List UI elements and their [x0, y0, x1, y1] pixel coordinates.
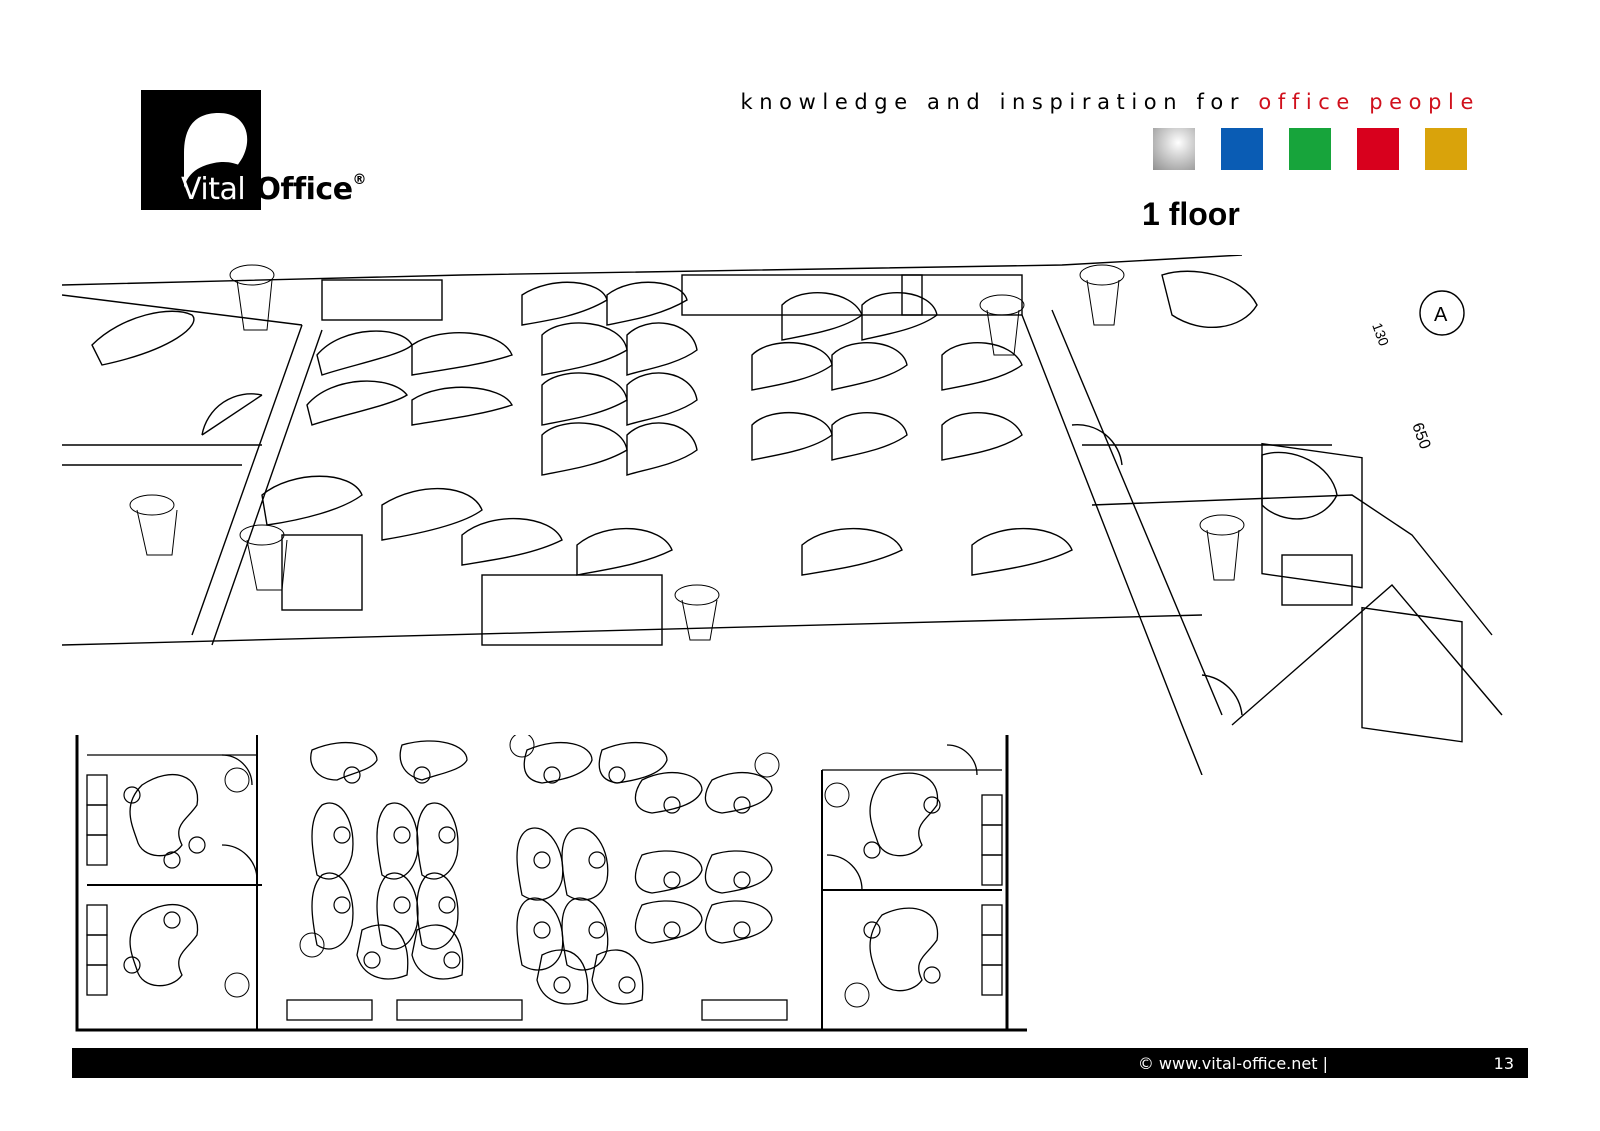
- page-number: 13: [1493, 1054, 1514, 1073]
- dim-a-label: A: [1434, 304, 1448, 326]
- logo-vital: Vital: [181, 172, 246, 207]
- floor-plan-3d-illustration: A 130 650: [62, 255, 1503, 775]
- swatch-silver: [1153, 128, 1195, 170]
- tagline-accent: office people: [1258, 90, 1480, 114]
- swatch-green: [1289, 128, 1331, 170]
- logo-mark: [141, 90, 261, 210]
- color-swatches: [1153, 128, 1467, 170]
- logo-registered: ®: [352, 172, 367, 188]
- logo-wordmark: Vital-Office®: [181, 172, 367, 207]
- footer-copyright: © www.vital-office.net |: [1137, 1054, 1328, 1073]
- dim-130-label: 130: [1369, 321, 1392, 349]
- floor-plan-2d: [75, 735, 1027, 1032]
- vital-office-logo: Vital-Office®: [141, 90, 371, 215]
- dim-650-label: 650: [1408, 421, 1433, 452]
- tagline-prefix: knowledge and inspiration for: [740, 90, 1259, 114]
- tagline: knowledge and inspiration for office peo…: [741, 90, 1481, 114]
- logo-office: Office: [255, 172, 354, 207]
- logo-dash: -: [245, 172, 256, 207]
- floor-label: 1 floor: [1142, 196, 1240, 232]
- logo-p-shape: [144, 93, 258, 207]
- swatch-blue: [1221, 128, 1263, 170]
- swatch-red: [1357, 128, 1399, 170]
- swatch-gold: [1425, 128, 1467, 170]
- footer-bar: © www.vital-office.net | 13: [72, 1048, 1528, 1078]
